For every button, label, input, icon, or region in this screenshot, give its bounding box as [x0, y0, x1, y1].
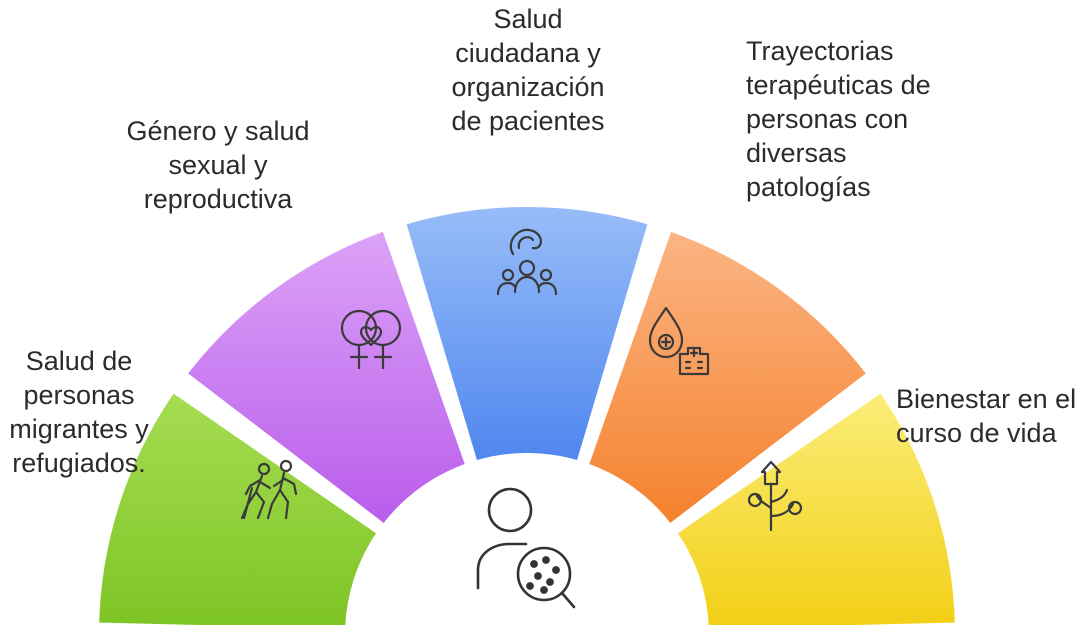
segment-label-citizen-health: Salud ciudadana y organización de pacien… [451, 4, 605, 136]
segment-citizen-health [401, 203, 653, 465]
community-group-icon [496, 228, 558, 296]
segment-label-therapeutic-trajectories: Trayectorias terapéuticas de personas co… [746, 36, 931, 202]
segment-label-migrants: Salud de personas migrantes y refugiados… [9, 346, 149, 478]
hiking-people-icon [240, 459, 298, 520]
person-search-icon [476, 487, 576, 609]
medical-drop-hospital-icon [648, 306, 710, 376]
segment-gender [182, 226, 470, 529]
female-gender-icon [340, 309, 402, 370]
segment-wellbeing [672, 388, 959, 625]
segment-label-wellbeing: Bienestar en el curso de vida [896, 384, 1077, 448]
segment-migrants [95, 388, 382, 625]
segment-label-gender: Género y salud sexual y reproductiva [126, 116, 310, 214]
growing-plant-icon [747, 460, 803, 532]
segment-therapeutic [584, 226, 872, 529]
